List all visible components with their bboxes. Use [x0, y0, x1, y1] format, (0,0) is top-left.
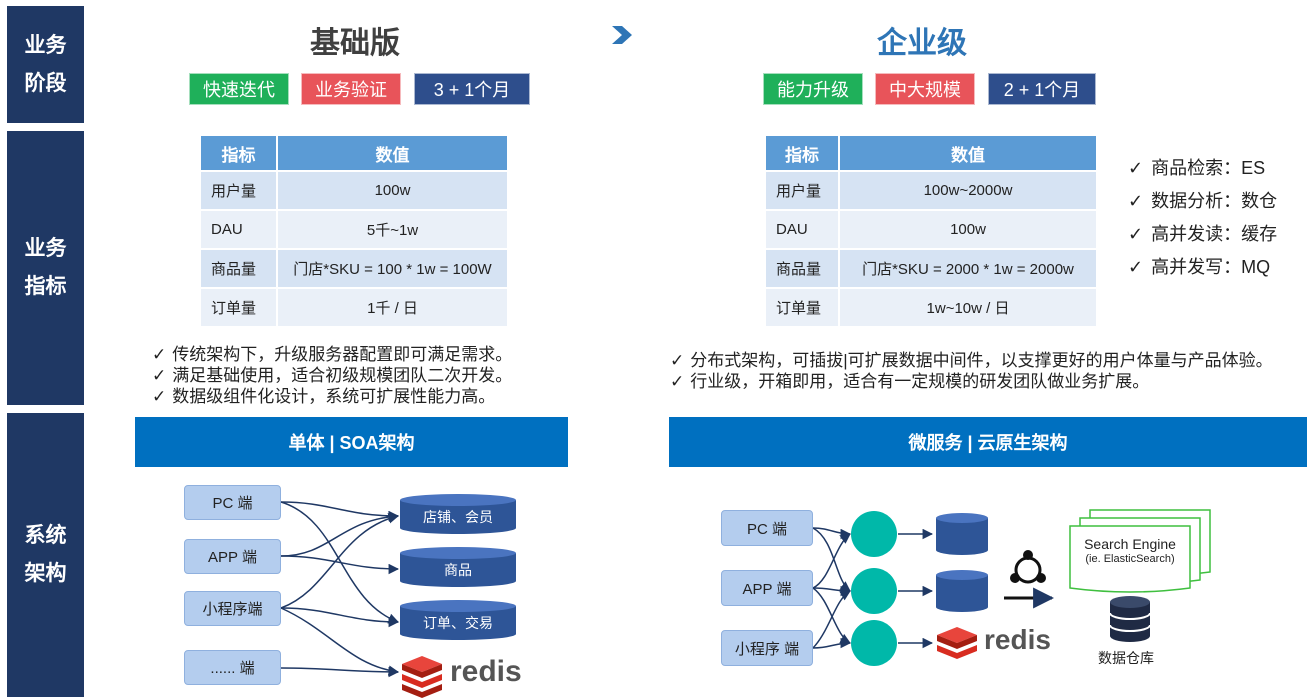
enterprise-tag-scale: 中大规模 — [875, 73, 975, 105]
basic-tag-validation: 业务验证 — [301, 73, 401, 105]
basic-redis-text: redis — [450, 655, 522, 688]
sidebar-metrics-line1: 业务 — [24, 237, 67, 260]
enterprise-title: 企业级 — [877, 27, 967, 60]
enterprise-table-header-metric: 指标 — [764, 134, 840, 172]
basic-store-order: 订单、交易 — [423, 615, 493, 631]
basic-client-pc: PC 端 — [184, 485, 281, 520]
basic-client-miniprogram: 小程序端 — [184, 591, 281, 626]
enterprise-client-miniprogram: 小程序 端 — [721, 630, 813, 666]
basic-table-header-metric: 指标 — [199, 134, 278, 172]
search-engine-title: Search Engine — [1084, 536, 1176, 552]
basic-architecture-banner: 单体 | SOA架构 — [135, 417, 568, 467]
enterprise-row-dau-value: 100w — [838, 209, 1098, 250]
list-item: 数据级组件化设计，系统可扩展性能力高。 — [152, 386, 512, 407]
sidebar-architecture: 系统架构 — [7, 413, 84, 697]
list-item: 行业级，开箱即用，适合有一定规模的研发团队做业务扩展。 — [670, 371, 1273, 392]
enterprise-row-users-value: 100w~2000w — [838, 170, 1098, 211]
enterprise-redis-text: redis — [984, 624, 1051, 655]
enterprise-row-products-label: 商品量 — [764, 248, 840, 289]
enterprise-row-orders-value: 1w~10w / 日 — [838, 287, 1098, 328]
sidebar-stage-line1: 业务 — [24, 33, 67, 57]
document-stack-icon — [1069, 509, 1211, 593]
basic-row-products-value: 门店*SKU = 100 * 1w = 100W — [276, 248, 509, 289]
message-queue-icon — [1004, 550, 1055, 609]
database-icon — [400, 547, 516, 587]
list-item: 传统架构下，升级服务器配置即可满足需求。 — [152, 344, 512, 365]
basic-row-orders-value: 1千 / 日 — [276, 287, 509, 328]
list-item: 高并发写：MQ — [1128, 251, 1277, 284]
enterprise-tag-duration: 2 + 1个月 — [988, 73, 1096, 105]
basic-row-products-label: 商品量 — [199, 248, 278, 289]
enterprise-row-dau-label: DAU — [764, 209, 840, 250]
sidebar-stage-line2: 阶段 — [24, 71, 67, 95]
basic-title: 基础版 — [310, 27, 400, 60]
sidebar-architecture-line2: 架构 — [24, 562, 67, 585]
chevron-right-icon — [612, 26, 632, 44]
basic-store-product: 商品 — [444, 562, 472, 578]
sidebar-metrics: 业务指标 — [7, 131, 84, 405]
enterprise-row-users-label: 用户量 — [764, 170, 840, 211]
basic-row-orders-label: 订单量 — [199, 287, 278, 328]
service-node — [851, 568, 897, 614]
basic-row-dau-value: 5千~1w — [276, 209, 509, 250]
search-engine-subtitle: (ie. ElasticSearch) — [1085, 553, 1175, 565]
basic-store-shop-member: 店铺、会员 — [423, 509, 493, 525]
data-warehouse-label: 数据仓库 — [1098, 650, 1154, 666]
basic-connectors — [280, 501, 400, 678]
basic-table-header-value: 数值 — [276, 134, 509, 172]
list-item: 商品检索：ES — [1128, 152, 1277, 185]
basic-tag-fast-iteration: 快速迭代 — [189, 73, 289, 105]
database-icon — [400, 600, 516, 640]
database-icon — [936, 570, 988, 612]
basic-tag-duration: 3 + 1个月 — [414, 73, 530, 105]
enterprise-feature-list: 商品检索：ES 数据分析：数仓 高并发读：缓存 高并发写：MQ — [1128, 152, 1277, 284]
basic-client-app: APP 端 — [184, 539, 281, 574]
service-node — [851, 620, 897, 666]
list-item: 满足基础使用，适合初级规模团队二次开发。 — [152, 365, 512, 386]
sidebar-stage: 业务阶段 — [7, 6, 84, 123]
enterprise-client-pc: PC 端 — [721, 510, 813, 546]
redis-logo — [402, 656, 442, 698]
enterprise-connectors — [812, 527, 934, 649]
table-row: 商品量门店*SKU = 100 * 1w = 100W — [199, 248, 509, 289]
sidebar-architecture-line1: 系统 — [24, 524, 67, 547]
basic-client-other: ...... 端 — [184, 650, 281, 685]
service-node — [851, 511, 897, 557]
redis-logo — [937, 627, 977, 659]
basic-row-users-value: 100w — [276, 170, 509, 211]
enterprise-table-header-value: 数值 — [838, 134, 1098, 172]
enterprise-architecture-banner: 微服务 | 云原生架构 — [669, 417, 1307, 467]
table-row: 商品量门店*SKU = 2000 * 1w = 2000w — [764, 248, 1098, 289]
database-icon — [400, 494, 516, 534]
list-item: 高并发读：缓存 — [1128, 218, 1277, 251]
enterprise-row-orders-label: 订单量 — [764, 287, 840, 328]
enterprise-client-app: APP 端 — [721, 570, 813, 606]
list-item: 数据分析：数仓 — [1128, 185, 1277, 218]
database-icon — [1109, 596, 1151, 642]
enterprise-notes: 分布式架构，可插拔|可扩展数据中间件，以支撑更好的用户体量与产品体验。 行业级，… — [670, 350, 1273, 392]
database-icon — [936, 513, 988, 555]
sidebar-metrics-line2: 指标 — [24, 275, 67, 298]
basic-notes: 传统架构下，升级服务器配置即可满足需求。 满足基础使用，适合初级规模团队二次开发… — [152, 344, 512, 407]
enterprise-tag-upgrade: 能力升级 — [763, 73, 863, 105]
basic-row-dau-label: DAU — [199, 209, 278, 250]
enterprise-row-products-value: 门店*SKU = 2000 * 1w = 2000w — [838, 248, 1098, 289]
list-item: 分布式架构，可插拔|可扩展数据中间件，以支撑更好的用户体量与产品体验。 — [670, 350, 1272, 371]
basic-row-users-label: 用户量 — [199, 170, 278, 211]
